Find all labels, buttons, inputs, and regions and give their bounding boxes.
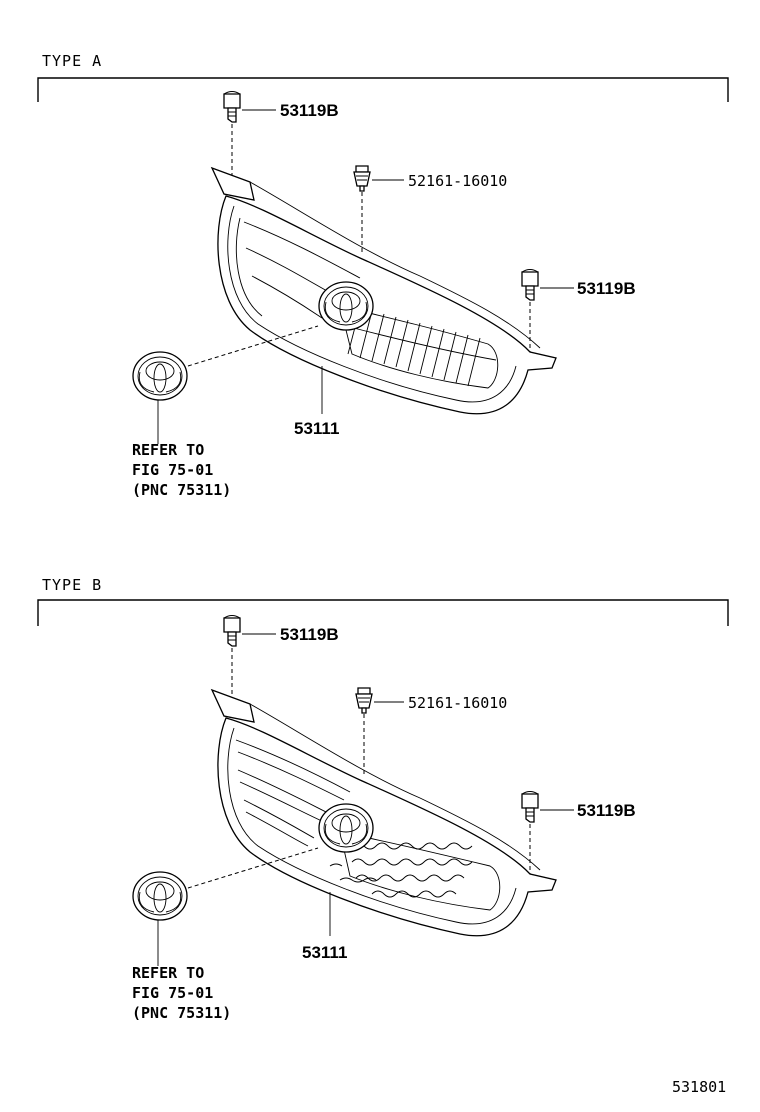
section-type-label: TYPE A bbox=[42, 52, 102, 70]
part-label-screw: 52161-16010 bbox=[408, 172, 507, 190]
part-label-grille: 53111 bbox=[302, 943, 347, 962]
clip-fastener-icon bbox=[223, 90, 241, 123]
section-type-b: TYPE B 53119B 52161-16010 53119B bbox=[37, 576, 729, 1022]
figure-code: 531801 bbox=[672, 1078, 726, 1096]
section-type-a: TYPE A 53119B 52161-16010 53119B bbox=[37, 52, 729, 499]
part-label-screw: 52161-16010 bbox=[408, 694, 507, 712]
radiator-grille-drawing bbox=[210, 166, 557, 415]
section-bracket bbox=[37, 77, 729, 102]
section-bracket bbox=[37, 599, 729, 626]
reference-line-1: REFER TO bbox=[132, 441, 204, 459]
screw-icon bbox=[355, 687, 373, 714]
part-label-clip-right: 53119B bbox=[577, 801, 636, 820]
clip-fastener-icon bbox=[521, 268, 539, 301]
section-type-label: TYPE B bbox=[42, 576, 102, 594]
part-label-clip-top: 53119B bbox=[280, 101, 339, 120]
reference-line-2: FIG 75-01 bbox=[132, 984, 213, 1002]
emblem-icon bbox=[132, 871, 188, 921]
reference-line-2: FIG 75-01 bbox=[132, 461, 213, 479]
part-label-clip-top: 53119B bbox=[280, 625, 339, 644]
dashed-leader bbox=[187, 325, 319, 367]
part-label-clip-right: 53119B bbox=[577, 279, 636, 298]
dashed-leader bbox=[187, 847, 319, 889]
reference-line-1: REFER TO bbox=[132, 964, 204, 982]
emblem-icon bbox=[132, 351, 188, 401]
part-label-grille: 53111 bbox=[294, 419, 339, 438]
reference-line-3: (PNC 75311) bbox=[132, 481, 231, 499]
clip-fastener-icon bbox=[223, 614, 241, 647]
reference-line-3: (PNC 75311) bbox=[132, 1004, 231, 1022]
radiator-grille-drawing bbox=[210, 688, 557, 937]
screw-icon bbox=[353, 165, 371, 192]
clip-fastener-icon bbox=[521, 790, 539, 823]
